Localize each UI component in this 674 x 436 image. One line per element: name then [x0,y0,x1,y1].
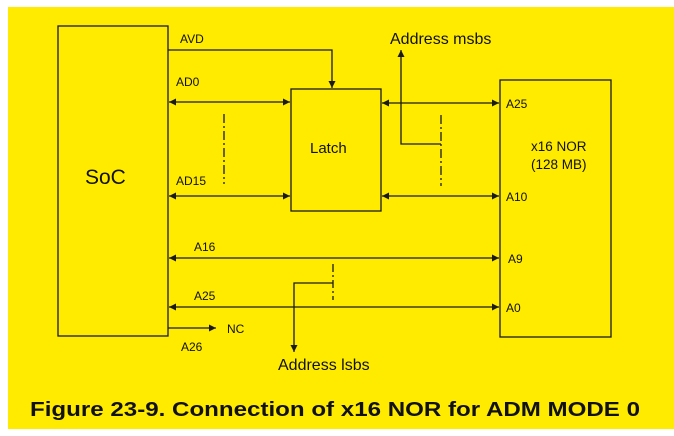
ad15-label: AD15 [176,174,206,188]
avd-line [168,49,336,88]
address-msbs-label: Address msbs [390,31,491,48]
soc-label: SoC [85,166,126,189]
figure-panel [8,7,674,429]
nor-pin-a25: A25 [506,97,528,111]
nc-label: NC [227,322,245,336]
nor-label-line1: x16 NOR [531,139,587,154]
a16-label: A16 [194,240,216,254]
latch-block [290,88,382,212]
latch-label: Latch [310,140,347,157]
avd-label: AVD [180,32,204,46]
figure-caption: Figure 23-9. Connection of x16 NOR for A… [30,399,640,421]
address-lsbs-label: Address lsbs [278,357,370,374]
address-lsbs-arrow [290,282,333,352]
a26-label: A26 [181,340,203,354]
a25-soc-label: A25 [194,289,216,303]
address-msbs-arrow [397,50,441,145]
nor-label-line2: (128 MB) [531,157,587,172]
ad0-label: AD0 [176,75,200,89]
nor-pin-a9: A9 [508,252,523,266]
soc-block [57,25,169,337]
nor-block [499,79,612,338]
nor-pin-a10: A10 [506,190,528,204]
nor-pin-a0: A0 [506,301,521,315]
